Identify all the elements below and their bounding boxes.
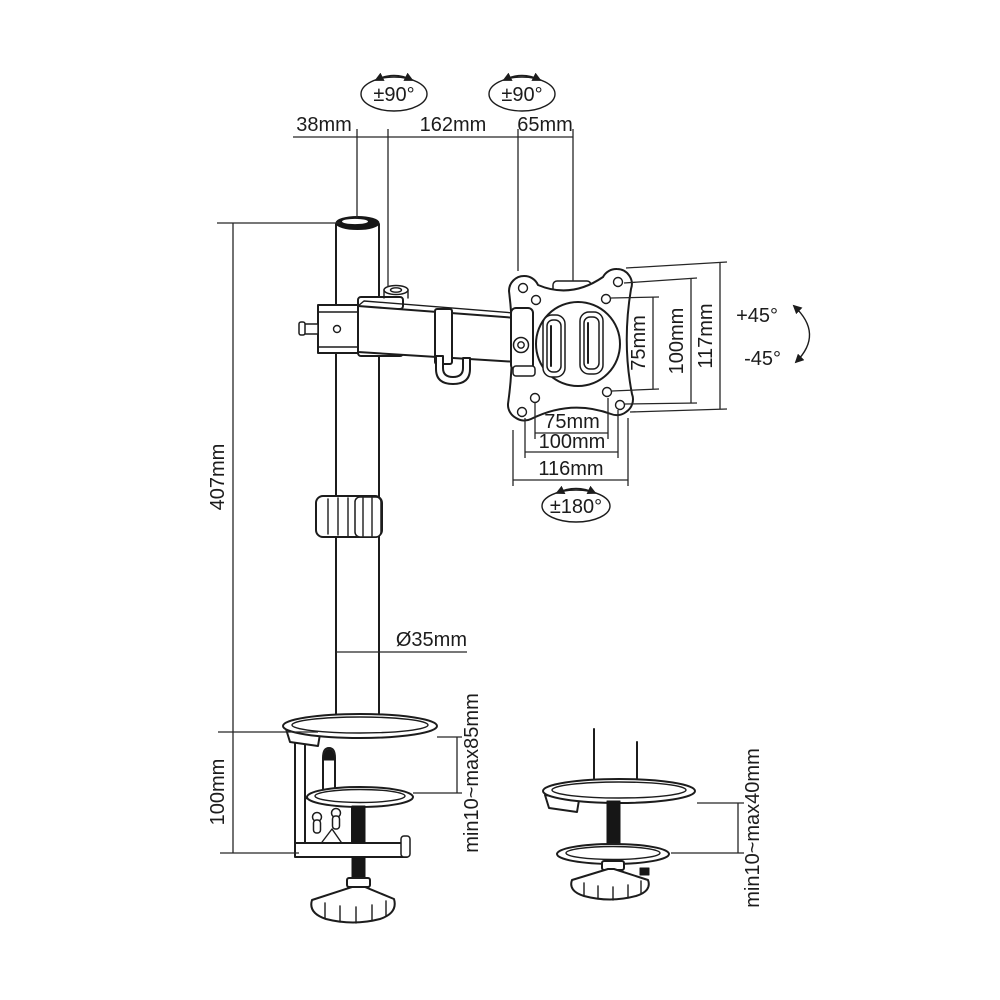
arm-pivot-bolt [383, 284, 409, 299]
grommet-mount [542, 728, 696, 901]
pole [335, 216, 380, 721]
grommet-screw-upper [606, 800, 621, 848]
rotation-badge-head: ±90° [488, 72, 556, 112]
dim-75mm-right-label: 75mm [628, 315, 650, 371]
dim-100mm-bottom-label: 100mm [539, 431, 606, 453]
clamp-guide-pin [322, 747, 336, 793]
desk-clamp [282, 713, 438, 924]
dim-100mm-right-label: 100mm [666, 308, 688, 375]
rotation-180-label: ±180° [550, 496, 602, 518]
tilt-annotation: +45° -45° [736, 304, 811, 370]
grommet-knob [570, 868, 650, 901]
pole-diameter-callout: Ø35mm [336, 629, 467, 653]
vesa-bottom-dimensions: 75mm 100mm 116mm [512, 398, 629, 486]
pole-diameter-label: Ø35mm [396, 629, 467, 651]
clamp-screw-hole [332, 324, 342, 334]
clamp-lower-arm [294, 835, 411, 858]
vesa-right-dimensions: 75mm 100mm 117mm [610, 261, 728, 413]
clamp-knob [310, 886, 396, 924]
rotation-90-pole-label: ±90° [373, 84, 414, 106]
rotation-90-head-label: ±90° [501, 84, 542, 106]
tilt-plus45-label: +45° [736, 305, 778, 327]
cable-hook [435, 355, 471, 385]
pole-collar [315, 495, 383, 538]
dim-65mm-label: 65mm [517, 114, 573, 136]
rotation-badge-pole: ±90° [360, 72, 428, 112]
dim-407mm-label: 407mm [207, 444, 229, 511]
dim-75mm-bottom-label: 75mm [544, 411, 600, 433]
height-dimensions: 407mm 100mm [207, 222, 340, 854]
dim-38mm-label: 38mm [296, 114, 352, 136]
dim-162mm-label: 162mm [420, 114, 487, 136]
grommet-range-dimension: min10~max40mm [671, 748, 764, 908]
clamp-range-label: min10~max85mm [461, 693, 483, 853]
tilt-minus45-label: -45° [744, 348, 781, 370]
vesa-center-boss [535, 301, 621, 387]
arm-assembly [298, 284, 518, 385]
clamp-face-plate [304, 797, 353, 857]
dim-116mm-bottom-label: 116mm [538, 458, 603, 480]
vesa-plate-outline [507, 268, 634, 422]
top-dimension-lines: 38mm 162mm 65mm [293, 114, 574, 287]
grommet-range-label: min10~max40mm [742, 748, 764, 908]
clamp-side-screw [303, 323, 319, 335]
vesa-slot-left [542, 314, 566, 378]
pole-clamp-plate [317, 304, 359, 354]
vesa-plate [507, 268, 634, 422]
dim-117mm-right-label: 117mm [695, 303, 717, 368]
dim-100mm-clamp-label: 100mm [207, 759, 229, 826]
rotation-badge-vesa: ±180° [541, 485, 611, 523]
clamp-range-dimension: min10~max85mm [413, 693, 483, 853]
vesa-mounting-holes [516, 276, 626, 418]
tilt-joint [510, 307, 536, 377]
tilt-bolt [512, 336, 530, 354]
clamp-screw [310, 805, 396, 924]
vesa-slot-right [579, 311, 604, 375]
